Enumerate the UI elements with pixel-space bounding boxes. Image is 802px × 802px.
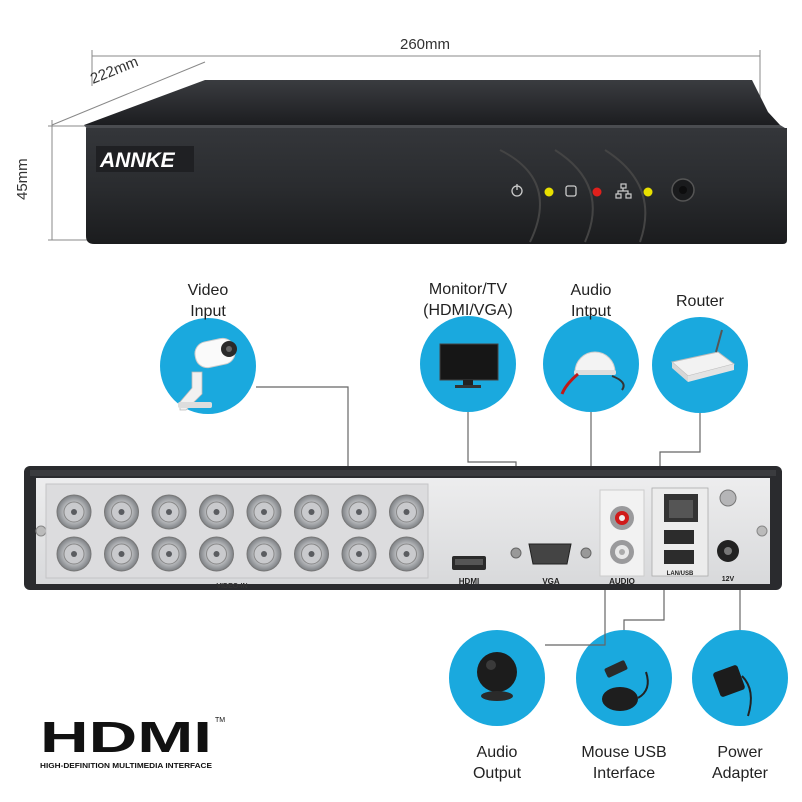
hdd-icon (565, 185, 577, 197)
bnc-connector (199, 494, 234, 530)
monitor-icon (439, 343, 499, 388)
bnc-connector (389, 494, 424, 530)
lan-usb-ports: LAN/USB (651, 487, 709, 577)
microphone-icon (560, 351, 625, 395)
adapter-peripheral (692, 630, 788, 726)
hdmi-logo: HDMI TM HIGH-DEFINITION MULTIMEDIA INTER… (40, 713, 225, 770)
hdmi-port-label: HDMI (459, 577, 479, 586)
vga-port-label: VGA (542, 577, 560, 586)
video-in-label: VIDEO-IN (216, 583, 247, 590)
bnc-connector (151, 536, 187, 572)
bnc-connector (341, 536, 377, 572)
audio-port-label: AUDIO (609, 577, 635, 586)
router-peripheral (652, 317, 748, 413)
bnc-connector (246, 494, 282, 530)
hdmi-port: HDMI (452, 556, 486, 586)
height-dimension: 45mm (14, 158, 31, 200)
monitor-label: Monitor/TV(HDMI/VGA) (423, 281, 513, 319)
camera-peripheral (160, 318, 256, 414)
camera-icon (178, 337, 237, 411)
bnc-connector (294, 536, 329, 572)
brand-logo: ANNKE (99, 149, 176, 172)
speaker-peripheral (449, 630, 545, 726)
bnc-connector (151, 494, 187, 530)
bnc-connector (389, 536, 424, 572)
hdmi-logo-tagline: HIGH-DEFINITION MULTIMEDIA INTERFACE (40, 763, 212, 770)
bnc-connector (246, 536, 282, 572)
network-icon (615, 183, 632, 199)
adapter-icon (713, 665, 752, 717)
bnc-connector (56, 536, 92, 572)
bnc-connector (199, 536, 234, 572)
vga-port: VGA (510, 543, 592, 586)
power-port-label: 12V (722, 576, 735, 583)
dvr-back-panel: VIDEO-IN HDMI VGA AUDIO (24, 466, 782, 590)
audio-input-peripheral (543, 316, 639, 412)
bnc-connector (341, 494, 377, 530)
led-hdd (592, 187, 602, 197)
mouse-peripheral (576, 630, 672, 726)
router-label: Router (675, 293, 725, 310)
router-icon (670, 329, 736, 382)
led-network (643, 187, 653, 197)
bnc-connector (104, 536, 139, 572)
video-in-connectors (56, 494, 424, 572)
power-icon (511, 184, 523, 197)
bnc-connector (56, 494, 92, 530)
dimension-lines (48, 50, 761, 241)
mouse-icon (602, 660, 649, 711)
audio-ports: AUDIO (599, 489, 645, 586)
dvr-front: ANNKE (48, 50, 787, 244)
speaker-icon (477, 652, 517, 701)
width-dimension: 260mm (400, 36, 451, 53)
lan-usb-label: LAN/USB (667, 571, 694, 577)
hdmi-logo-tm: TM (215, 717, 225, 724)
power-port: 12V (717, 489, 739, 583)
led-power (544, 187, 554, 197)
bnc-connector (104, 494, 139, 530)
bnc-connector (294, 494, 329, 530)
hdmi-logo-word: HDMI (40, 713, 212, 762)
monitor-peripheral (420, 316, 516, 412)
